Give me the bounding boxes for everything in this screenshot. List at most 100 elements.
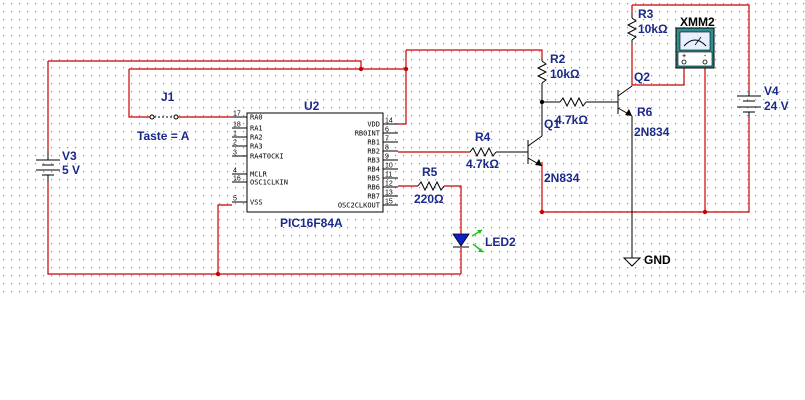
junction (702, 209, 708, 215)
pin-number: 16 (233, 176, 241, 183)
pin-name: VDD (367, 121, 380, 129)
pin-name: RB2 (367, 148, 380, 156)
q1-ref: Q1 (544, 117, 560, 131)
r4-ref: R4 (475, 130, 491, 144)
pin-number: 8 (385, 145, 389, 152)
collector (527, 135, 543, 147)
junction (539, 209, 545, 215)
pin-name: RB3 (367, 157, 380, 165)
r6-value: 4.7kΩ (555, 113, 588, 127)
pin-number: 1 (233, 131, 237, 138)
led-triangle (452, 233, 470, 247)
collector (617, 85, 633, 97)
wire-v4-bottom (542, 118, 750, 213)
transistor-q2[interactable]: Q2 2N834 (617, 70, 670, 255)
pin-name: RB0INT (355, 130, 381, 138)
battery-v4[interactable]: V4 24 V (737, 84, 789, 118)
r3-ref: R3 (638, 7, 654, 21)
minus-sign: - (703, 52, 707, 60)
j1-value: Taste = A (137, 129, 190, 143)
switch-j1[interactable]: J1 Taste = A (137, 90, 190, 143)
pin-name: MCLR (250, 171, 268, 179)
pin-number: 18 (233, 122, 241, 129)
pin-name: RA4T0CKI (250, 153, 284, 161)
wires (47, 4, 750, 275)
resistor-r6[interactable]: R6 4.7kΩ (542, 96, 653, 127)
plus-terminal[interactable] (681, 59, 687, 65)
wire-v3-top (48, 60, 362, 69)
wire-r5-led (444, 185, 462, 234)
u2-ref: U2 (304, 99, 320, 113)
pin-number: 5 (233, 196, 237, 203)
q2-ref: Q2 (634, 70, 650, 84)
pin-name: RA3 (250, 143, 263, 151)
resistor-r3[interactable]: R3 10kΩ (626, 7, 668, 43)
pin-name: RA0 (250, 114, 263, 122)
pin-name: RB6 (367, 184, 380, 192)
pin-number: 17 (233, 111, 241, 118)
ic-body (246, 112, 384, 213)
v4-value: 24 V (764, 99, 789, 113)
pin-number: 9 (385, 154, 389, 161)
ground-symbol[interactable]: GND (622, 253, 671, 267)
pin-number: 4 (233, 168, 237, 175)
junction (358, 66, 364, 72)
minus-terminal[interactable] (702, 59, 708, 65)
r2-ref: R2 (550, 52, 566, 66)
r5-ref: R5 (422, 165, 438, 179)
resistor-r4[interactable]: R4 4.7kΩ (466, 130, 528, 171)
led2-ref: LED2 (485, 235, 516, 249)
junction (215, 271, 221, 277)
emitter-arrow (535, 159, 542, 166)
pin-number: 2 (233, 140, 237, 147)
pin-name: RA2 (250, 134, 263, 142)
meter-scale (683, 39, 707, 47)
pin-name: RA1 (250, 125, 263, 133)
zigzag (626, 17, 638, 41)
pin-number: 14 (385, 118, 393, 125)
v4-ref: V4 (764, 84, 779, 98)
pin-number: 7 (385, 136, 389, 143)
zigzag (559, 96, 587, 108)
q2-value: 2N834 (634, 125, 670, 139)
wire-v4-top (632, 4, 750, 92)
right-pin-group: 14VDD6RB0INT7RB18RB29RB310RB411RB512RB61… (338, 118, 398, 210)
wire-v3-minus-gnd (47, 182, 461, 275)
arrowhead (477, 230, 482, 234)
pin-number: 11 (385, 172, 392, 179)
pin-name: RB7 (367, 193, 380, 201)
pin-name: RB1 (367, 139, 380, 147)
pin-name: OSC1CLKIN (250, 179, 288, 187)
multimeter-xmm2[interactable]: XMM2 + - (675, 15, 715, 69)
wire-j1-left (128, 69, 150, 118)
v3-value: 5 V (62, 163, 80, 177)
j1-ref: J1 (161, 90, 175, 104)
r3-value: 10kΩ (638, 22, 668, 36)
r6-ref: R6 (637, 105, 653, 119)
resistor-r5[interactable]: R5 220Ω (414, 165, 445, 206)
battery-v3[interactable]: V3 5 V (36, 149, 80, 182)
wire-vdd (398, 69, 407, 125)
pin-name: OSC2CLKOUT (338, 202, 381, 210)
pin-number: 15 (385, 199, 393, 206)
xmm2-ref: XMM2 (680, 15, 715, 29)
r5-value: 220Ω (414, 192, 444, 206)
zigzag (469, 146, 497, 158)
led-led2[interactable]: LED2 (452, 229, 516, 253)
resistor-r2[interactable]: R2 10kΩ (536, 52, 580, 102)
pin-number: 6 (385, 127, 389, 134)
r2-value: 10kΩ (550, 67, 580, 81)
transistor-q1[interactable]: Q1 2N834 (527, 102, 580, 185)
junction (403, 66, 409, 72)
meter-needle (694, 36, 702, 46)
left-pin-group: 17 RA0 18 RA1 1 RA2 2 RA3 3 RA4T0CKI 4 MCLR 16 OSC1CL… (232, 111, 288, 207)
zigzag (417, 180, 445, 192)
q1-value: 2N834 (544, 171, 580, 185)
wire-r2-top (406, 49, 543, 58)
junctions (215, 66, 708, 277)
pin-number: 3 (233, 150, 237, 157)
pin-name: VSS (250, 199, 263, 207)
